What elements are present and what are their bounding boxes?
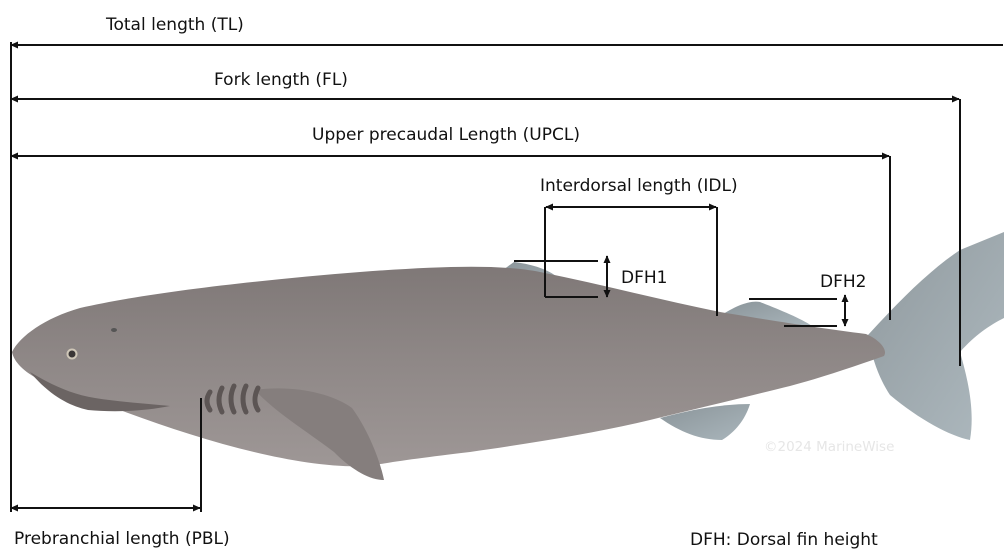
watermark: ©2024 MarineWise — [764, 439, 894, 455]
idl-label: Interdorsal length (IDL) — [540, 176, 738, 196]
fork-length-label: Fork length (FL) — [214, 70, 348, 90]
shark-body — [12, 267, 885, 467]
pbl-label: Prebranchial length (PBL) — [14, 529, 230, 549]
dfh1-label: DFH1 — [621, 268, 667, 288]
total-length-label: Total length (TL) — [105, 15, 244, 35]
upcl-label: Upper precaudal Length (UPCL) — [312, 125, 580, 145]
eye — [68, 350, 77, 359]
nostril — [111, 328, 117, 332]
caudal-fin — [868, 232, 1004, 440]
dfh2-label: DFH2 — [820, 272, 866, 292]
dfh-legend: DFH: Dorsal fin height — [690, 530, 878, 550]
